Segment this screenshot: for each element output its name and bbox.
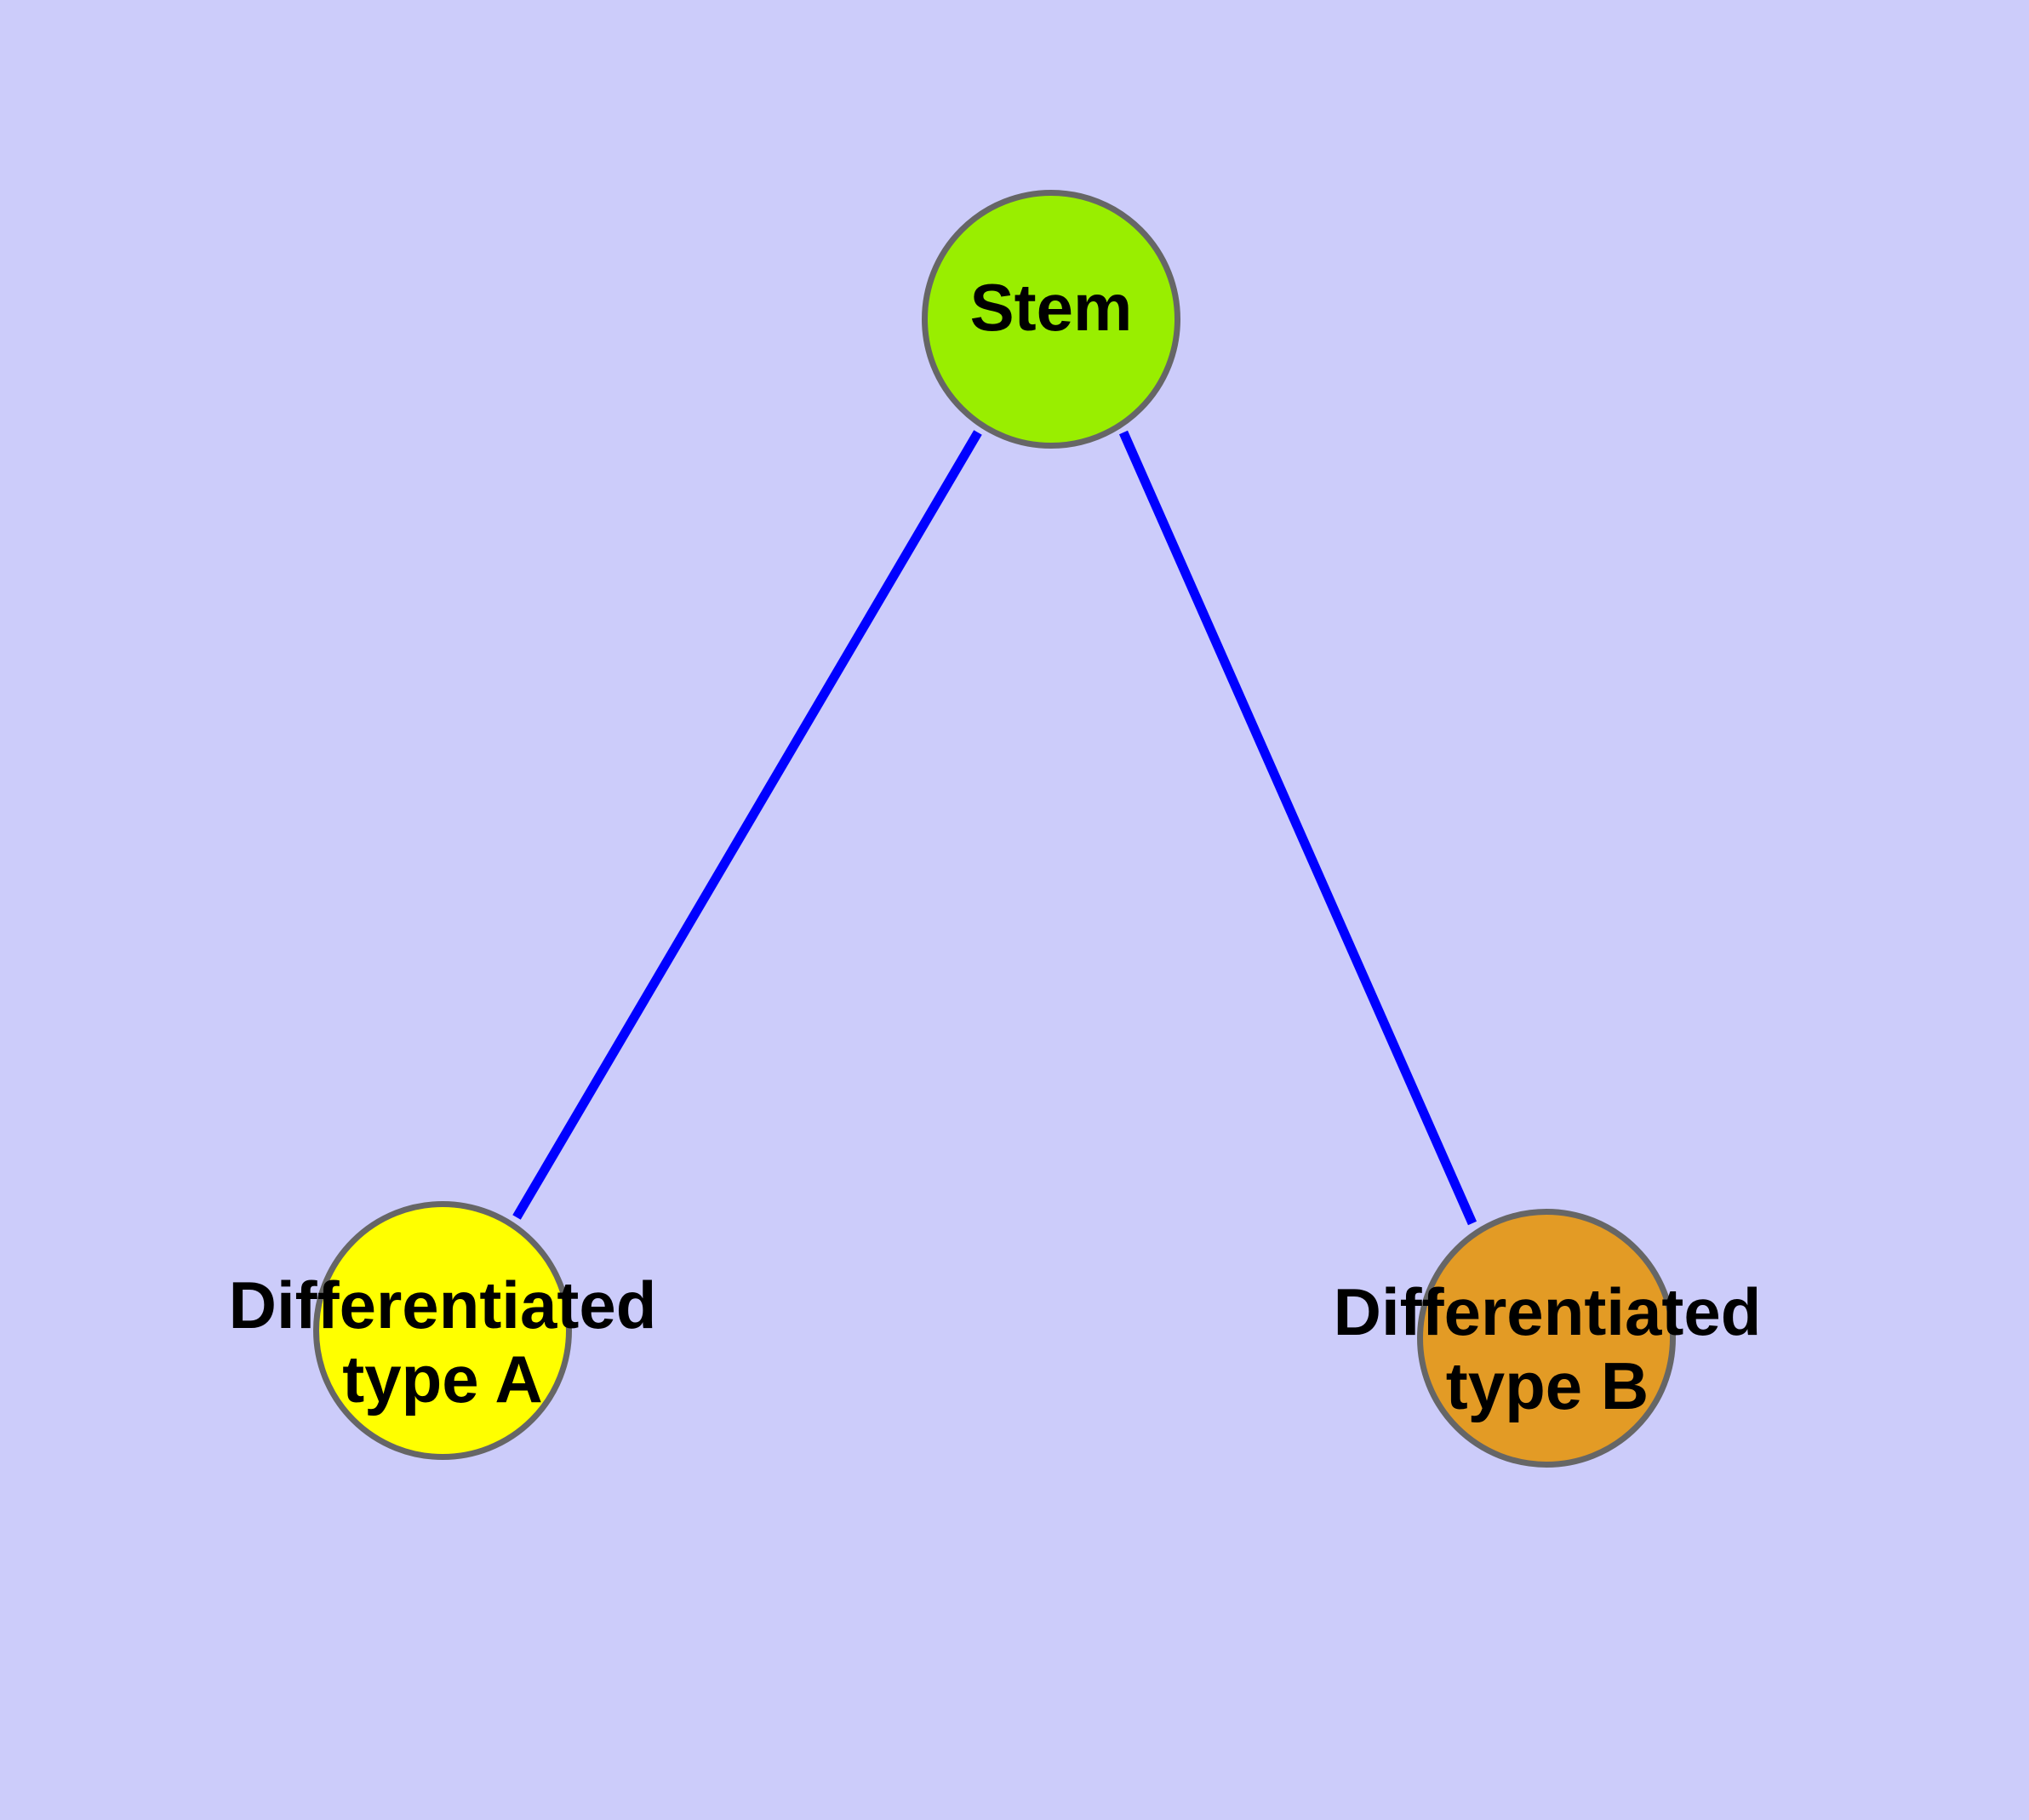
edge-stem-to-differentiated-a[interactable] (512, 430, 982, 1220)
node-differentiated-type-b[interactable] (1417, 1209, 1676, 1468)
node-stem[interactable] (922, 190, 1180, 449)
node-differentiated-type-a[interactable] (313, 1201, 572, 1460)
edge-stem-to-differentiated-b[interactable] (1118, 430, 1477, 1226)
